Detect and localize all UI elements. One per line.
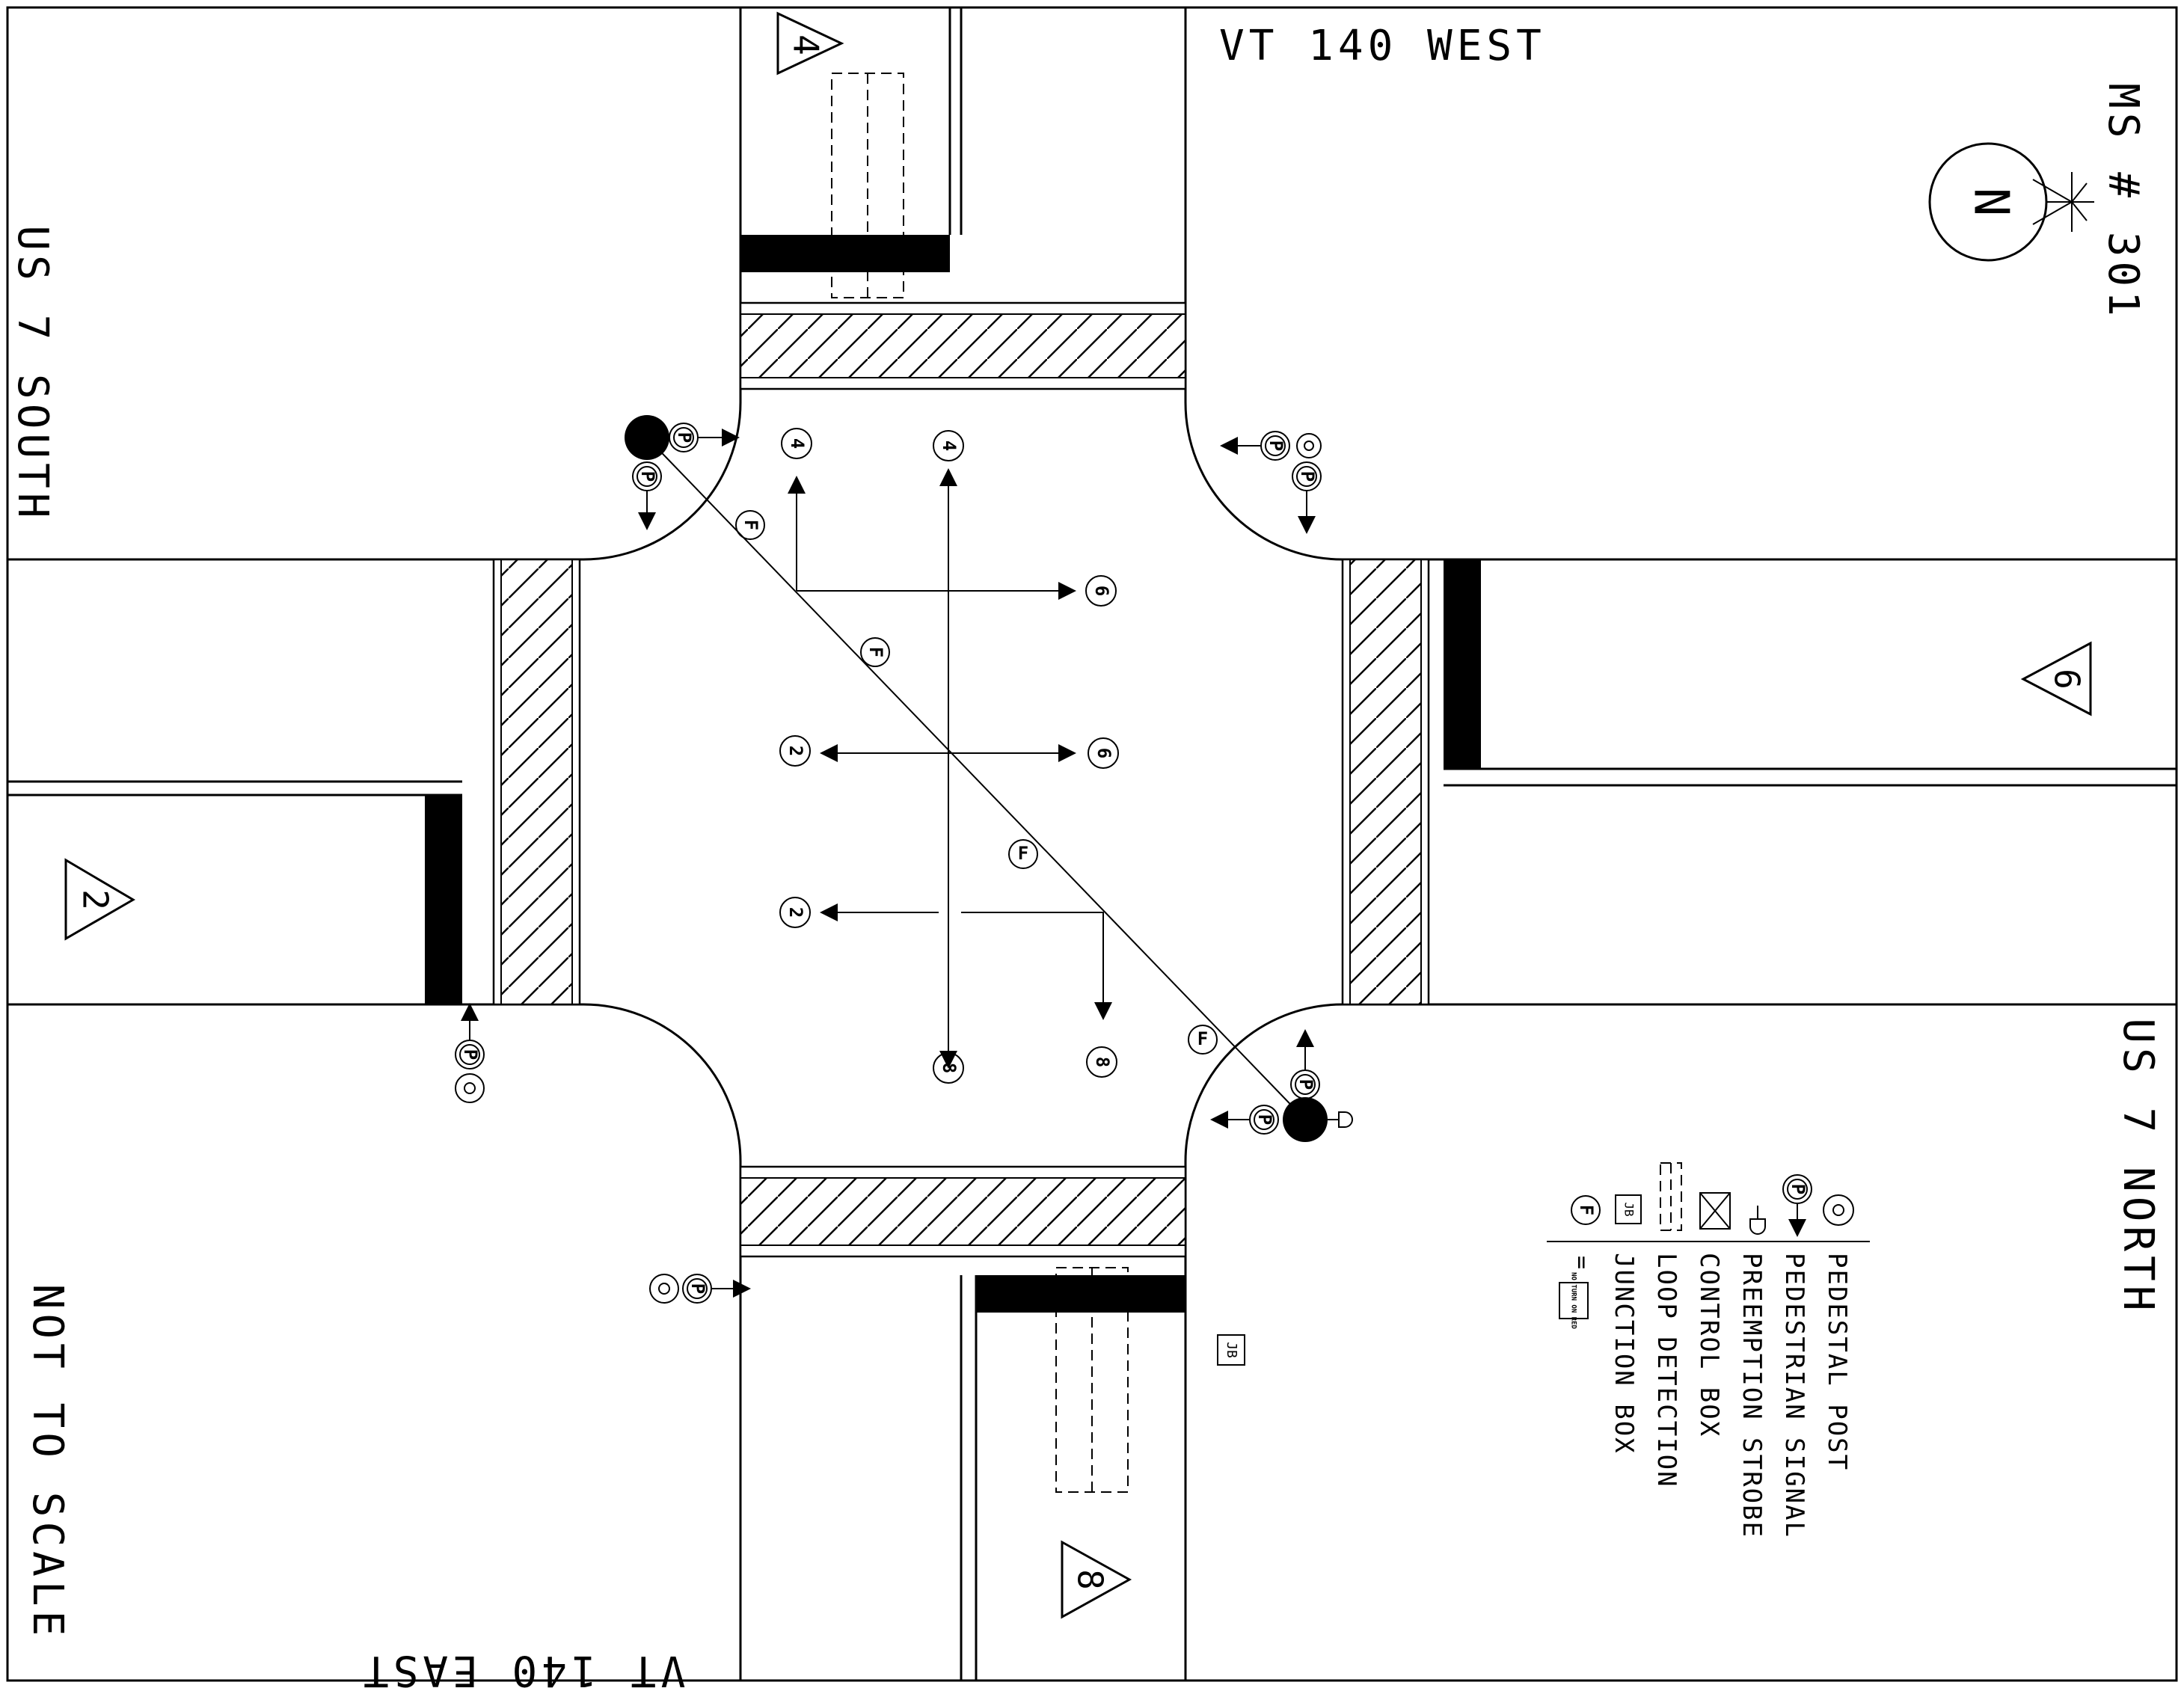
legend-preemption-strobe: PREEMPTION STROBE (1737, 1253, 1767, 1538)
ped-signals-sw: P P (455, 1003, 751, 1304)
phase-label-4: 4 (786, 34, 826, 55)
crosswalk-east (1341, 558, 1430, 1006)
movement-phase-circles: 4 4 6 6 2 2 8 8 (779, 428, 1119, 1084)
preemption-strobe-markers: F F F F (735, 510, 1218, 1055)
legend-loop-detection: LOOP DETECTION (1651, 1253, 1681, 1488)
preemption-cable (646, 437, 1306, 1120)
svg-text:P: P (1297, 471, 1318, 482)
svg-text:P: P (460, 1049, 481, 1060)
movement-circle-2b: 2 (779, 897, 811, 928)
junction-box: JB (1217, 1334, 1245, 1366)
svg-text:P: P (687, 1283, 708, 1294)
movement-arrows (788, 468, 1112, 1069)
stop-bar-west (425, 795, 462, 1004)
ped-signals-nw: P P (632, 423, 740, 530)
svg-text:6: 6 (1093, 748, 1114, 758)
no-turn-on-red-icon: NO TURN ON RED (1559, 1272, 1589, 1330)
road-label-south: VT 140 EAST (359, 1646, 686, 1688)
strobe-head-se (1328, 1111, 1353, 1128)
crosswalk-west (492, 558, 581, 1006)
crosswalk-north (739, 301, 1187, 390)
phase-triangle-8: 8 (1061, 1540, 1132, 1619)
svg-text:P: P (1788, 1184, 1809, 1194)
legend-control-box-icon (1699, 1192, 1731, 1230)
svg-text:2: 2 (785, 746, 806, 756)
ped-signals-ne: P P (1220, 431, 1322, 534)
phase-label-6: 6 (2047, 669, 2088, 690)
movement-circle-4a: 4 (781, 428, 812, 459)
movement-circle-8b: 8 (1086, 1046, 1117, 1078)
svg-text:F: F (1018, 843, 1028, 864)
svg-text:P: P (1254, 1114, 1275, 1125)
drawing-border (6, 6, 2178, 1682)
signal-pole-nw (625, 415, 669, 460)
movement-circle-6a: 6 (1085, 575, 1117, 607)
movement-circle-4b: 4 (933, 430, 964, 461)
movement-circle-2a: 2 (779, 735, 811, 767)
phase-triangle-6: 6 (2020, 641, 2092, 716)
ped-signals-se: P P (1210, 1029, 1320, 1135)
legend-junction-box: JUNCTION BOX (1609, 1253, 1639, 1455)
road-label-north: VT 140 WEST (1219, 22, 1546, 70)
legend-equals: = (1568, 1256, 1595, 1269)
drawing-title: MS # 301 (2099, 83, 2147, 321)
legend-pedestal-post-icon (1823, 1194, 1854, 1226)
lane-lines (7, 7, 2177, 1681)
phase-label-2: 2 (76, 889, 116, 910)
phase-label-8: 8 (1070, 1569, 1111, 1590)
legend-loop-detection-icon (1660, 1162, 1682, 1231)
loop-detector-north (831, 73, 904, 298)
svg-text:F: F (740, 520, 761, 530)
stop-bar-east (1444, 559, 1481, 769)
stop-bar-north (740, 235, 950, 272)
svg-text:P: P (674, 432, 695, 443)
svg-text:NO TURN ON RED: NO TURN ON RED (1570, 1272, 1577, 1329)
svg-text:F: F (865, 647, 886, 657)
legend-preemption-strobe-icon (1749, 1206, 1766, 1235)
phase-triangle-4: 4 (776, 11, 844, 76)
svg-text:2: 2 (785, 907, 806, 918)
north-arrow-label: N (1963, 188, 2018, 217)
movement-circle-6b: 6 (1088, 737, 1119, 769)
svg-text:P: P (1266, 441, 1286, 451)
crosswalk-south (739, 1165, 1187, 1258)
svg-text:F: F (1576, 1205, 1597, 1215)
north-arrow: N (1928, 142, 2094, 262)
svg-text:4: 4 (939, 441, 960, 451)
legend-pedestrian-signal: PEDESTRIAN SIGNAL (1779, 1253, 1809, 1538)
svg-text:JB: JB (1622, 1202, 1637, 1216)
movement-circle-8a: 8 (933, 1052, 964, 1084)
legend-pedestal-post: PEDESTAL POST (1822, 1253, 1852, 1471)
road-label-east: US 7 NORTH (2114, 1018, 2162, 1315)
legend: P JB F PEDESTAL POST PEDESTRIAN SIGNAL P… (1547, 1162, 1870, 1538)
signal-pole-se (1283, 1097, 1328, 1142)
svg-text:8: 8 (1092, 1057, 1113, 1067)
svg-text:P: P (1295, 1079, 1316, 1090)
scale-note: NOT TO SCALE (23, 1284, 72, 1641)
svg-text:P: P (637, 471, 658, 482)
stop-bar-south (976, 1275, 1185, 1313)
legend-pedestrian-signal-icon: P (1782, 1174, 1812, 1237)
legend-control-box: CONTROL BOX (1694, 1253, 1724, 1437)
road-label-west: US 7 SOUTH (8, 225, 57, 522)
svg-text:F: F (1197, 1028, 1208, 1049)
svg-text:8: 8 (939, 1063, 960, 1073)
svg-text:JB: JB (1224, 1342, 1239, 1358)
legend-junction-box-icon: JB (1615, 1194, 1642, 1224)
phase-triangle-2: 2 (64, 858, 135, 941)
svg-text:6: 6 (1091, 586, 1112, 596)
svg-text:4: 4 (787, 438, 808, 449)
loop-detector-south (1055, 1267, 1129, 1493)
legend-preempt-icon: F (1571, 1195, 1601, 1225)
